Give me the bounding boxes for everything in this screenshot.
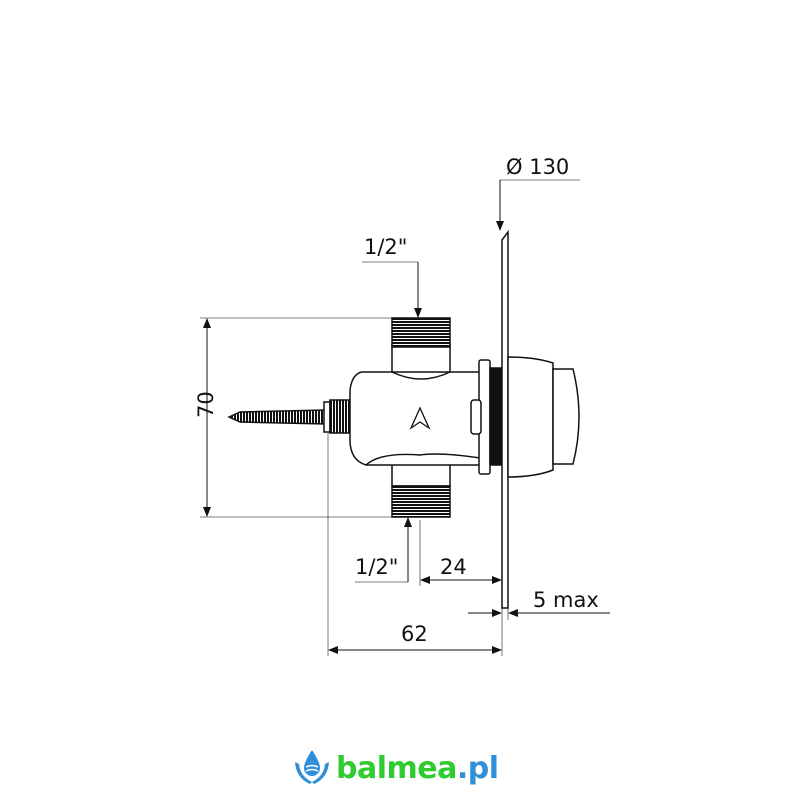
outlet-size-label: 1/2" [355,555,398,579]
panel-thickness-label: 5 max [533,588,599,612]
depth-label: 62 [401,622,428,646]
extension-lines [200,179,580,656]
diameter-label: Ø 130 [506,155,569,179]
valve-body [227,229,580,609]
inlet-size-label: 1/2" [364,235,407,259]
logo-name: balmea [336,750,457,786]
water-drop-hands-icon [295,750,329,784]
logo-tld: .pl [456,750,499,786]
offset-label: 24 [440,555,467,579]
dimension-arrows [203,180,610,654]
height-label: 70 [194,391,218,418]
balmea-logo: balmea.pl [292,748,499,788]
